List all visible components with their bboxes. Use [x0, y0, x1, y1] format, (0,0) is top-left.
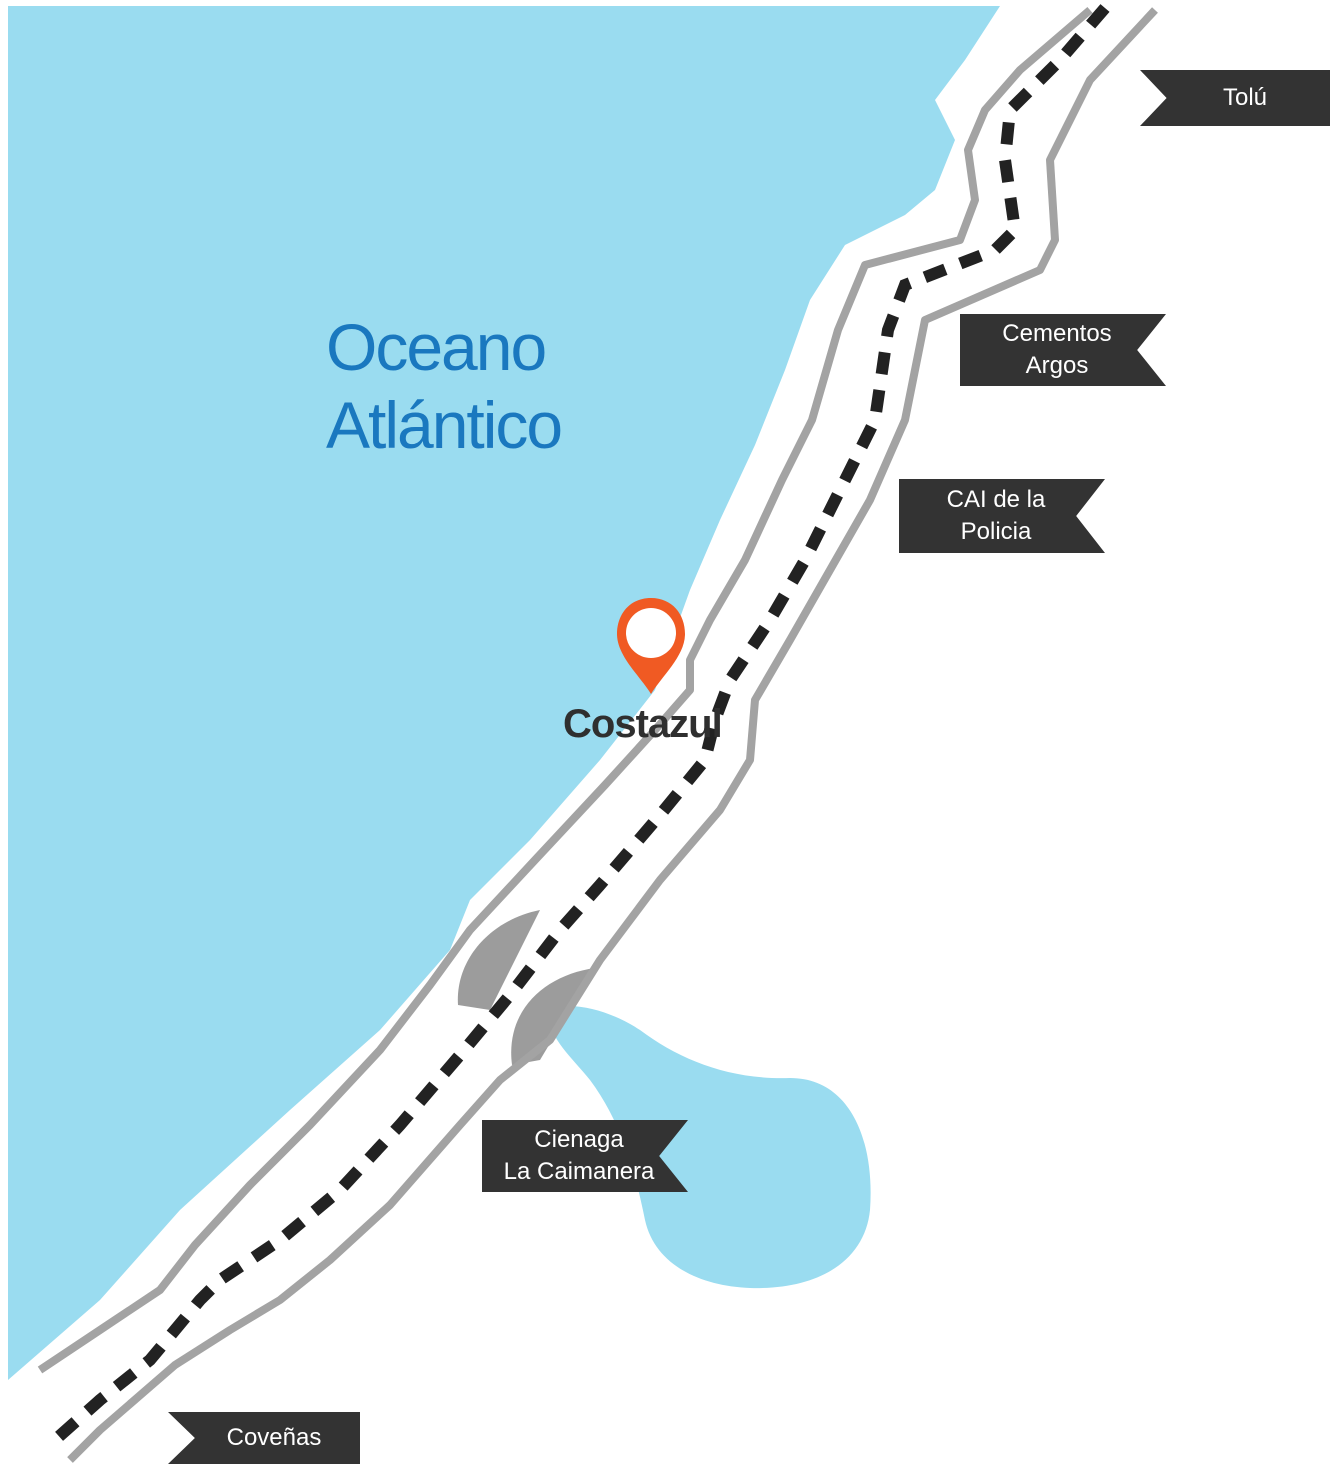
landmark-tag-covenas: Coveñas [168, 1412, 360, 1464]
location-pin-icon[interactable] [617, 598, 685, 694]
landmark-label: Tolú [1222, 84, 1268, 111]
ocean-label-line1: Oceano [326, 310, 547, 384]
cienaga-lagoon [549, 1006, 871, 1289]
ocean-label: Oceano Atlántico [326, 308, 563, 464]
landmark-label-line1: Cementos [1002, 320, 1112, 347]
costazul-label[interactable]: Costazul [563, 702, 723, 746]
road-centerline [51, 4, 1110, 1445]
road-edge-east [67, 7, 1158, 1463]
landmark-label: Coveñas [226, 1424, 322, 1451]
landmark-tag-cementos-argos: Cementos Argos [960, 314, 1166, 386]
bridge-north [457, 910, 540, 1010]
ocean-area [8, 6, 1000, 1380]
landmark-label-line2: Argos [1025, 352, 1089, 379]
landmark-tag-tolu: Tolú [1140, 70, 1330, 126]
landmark-label-line2: La Caimanera [503, 1158, 655, 1185]
bridge-south [511, 968, 595, 1065]
landmark-label-line1: Cienaga [534, 1126, 624, 1153]
landmark-label-line2: Policia [960, 518, 1032, 545]
ocean-label-line2: Atlántico [326, 388, 563, 462]
landmark-label-line1: CAI de la [946, 486, 1046, 513]
landmark-tag-cai-policia: CAI de la Policia [899, 479, 1105, 553]
road-edge-west [37, 6, 1093, 1374]
landmark-tag-cienaga: Cienaga La Caimanera [482, 1120, 688, 1192]
